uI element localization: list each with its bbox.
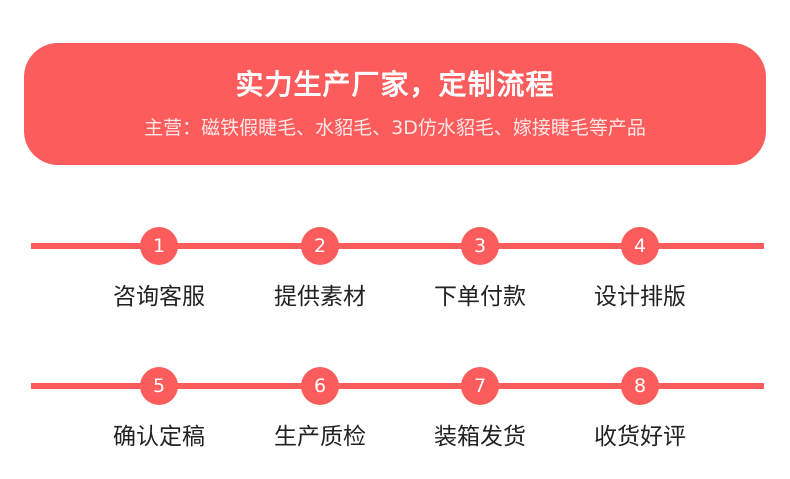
header-banner: 实力生产厂家，定制流程 主营：磁铁假睫毛、水貂毛、3D仿水貂毛、嫁接睫毛等产品 xyxy=(24,43,766,165)
timeline-line xyxy=(31,243,764,249)
step-7: 7 装箱发货 xyxy=(405,366,555,451)
banner-subtitle: 主营：磁铁假睫毛、水貂毛、3D仿水貂毛、嫁接睫毛等产品 xyxy=(144,117,646,139)
step-number-badge: 4 xyxy=(621,227,659,265)
step-number-badge: 6 xyxy=(301,367,339,405)
step-label: 设计排版 xyxy=(594,284,686,310)
banner-title: 实力生产厂家，定制流程 xyxy=(235,68,555,101)
step-3: 3 下单付款 xyxy=(405,226,555,311)
step-number-badge: 1 xyxy=(140,227,178,265)
step-8: 8 收货好评 xyxy=(565,366,715,451)
step-5: 5 确认定稿 xyxy=(84,366,234,451)
step-1: 1 咨询客服 xyxy=(84,226,234,311)
process-row-1: 1 咨询客服 2 提供素材 3 下单付款 4 设计排版 xyxy=(0,226,790,336)
timeline-line xyxy=(31,383,764,389)
step-number-badge: 2 xyxy=(301,227,339,265)
step-number-badge: 7 xyxy=(461,367,499,405)
step-label: 收货好评 xyxy=(594,424,686,450)
step-label: 提供素材 xyxy=(274,284,366,310)
step-6: 6 生产质检 xyxy=(245,366,395,451)
step-2: 2 提供素材 xyxy=(245,226,395,311)
step-label: 下单付款 xyxy=(434,284,526,310)
step-label: 咨询客服 xyxy=(113,284,205,310)
step-label: 确认定稿 xyxy=(113,424,205,450)
step-number-badge: 3 xyxy=(461,227,499,265)
step-number-badge: 5 xyxy=(140,367,178,405)
step-label: 生产质检 xyxy=(274,424,366,450)
step-4: 4 设计排版 xyxy=(565,226,715,311)
step-number-badge: 8 xyxy=(621,367,659,405)
step-label: 装箱发货 xyxy=(434,424,526,450)
process-row-2: 5 确认定稿 6 生产质检 7 装箱发货 8 收货好评 xyxy=(0,366,790,476)
